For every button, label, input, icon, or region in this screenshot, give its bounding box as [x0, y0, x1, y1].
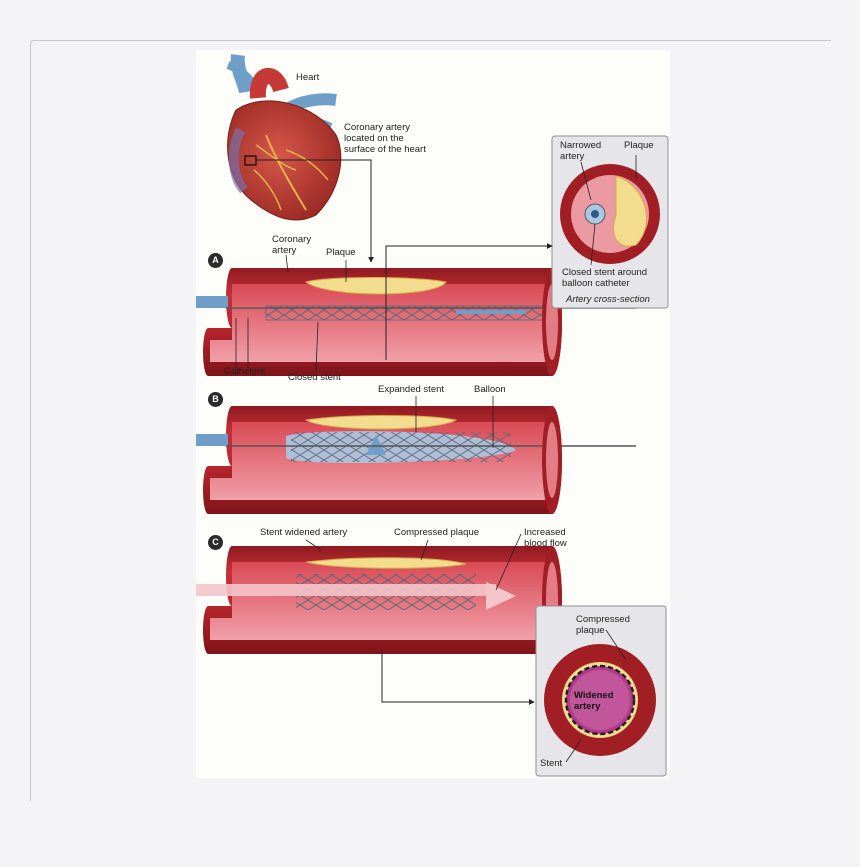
- step-a-marker: A: [208, 253, 223, 268]
- label-increased-blood-flow: Increased blood flow: [524, 527, 567, 549]
- label-balloon: Balloon: [474, 384, 506, 395]
- content-frame: [30, 40, 831, 801]
- label-coronary-surface: Coronary artery located on the surface o…: [344, 122, 426, 155]
- label-compressed-plaque-c: Compressed plaque: [394, 527, 480, 538]
- stent-procedure-diagram: A B C Heart Coronary artery located on t…: [196, 50, 670, 778]
- label-coronary-artery: Coronary artery: [272, 234, 312, 256]
- label-compressed-plaque-cross-section: Compressed plaque: [576, 614, 630, 636]
- cross-section-box-c: [535, 605, 667, 777]
- heart-illustration: [226, 54, 374, 263]
- artery-panel-c: [196, 546, 562, 654]
- step-c-marker: C: [208, 535, 223, 550]
- label-narrowed-artery: Narrowed artery: [560, 140, 602, 162]
- label-expanded-stent: Expanded stent: [378, 384, 445, 395]
- label-stent-widened-artery: Stent widened artery: [260, 527, 348, 538]
- leader-lines: [235, 243, 553, 705]
- diagram-artwork: [196, 54, 669, 777]
- label-heart: Heart: [296, 72, 320, 83]
- cross-section-box-a: [551, 135, 669, 309]
- label-plaque-a: Plaque: [326, 247, 356, 258]
- artery-panel-b: [196, 406, 636, 514]
- artery-panel-a: [196, 268, 636, 376]
- label-catheters: Catheters: [224, 366, 266, 377]
- label-widened-artery: Widened artery: [574, 690, 614, 712]
- label-closed-stent-balloon: Closed stent around balloon catheter: [562, 267, 648, 289]
- step-b-marker: B: [208, 392, 223, 407]
- label-closed-stent: Closed stent: [288, 372, 341, 383]
- label-stent: Stent: [540, 758, 563, 769]
- label-artery-cross-section: Artery cross-section: [566, 294, 650, 305]
- label-plaque-cross-section: Plaque: [624, 140, 654, 151]
